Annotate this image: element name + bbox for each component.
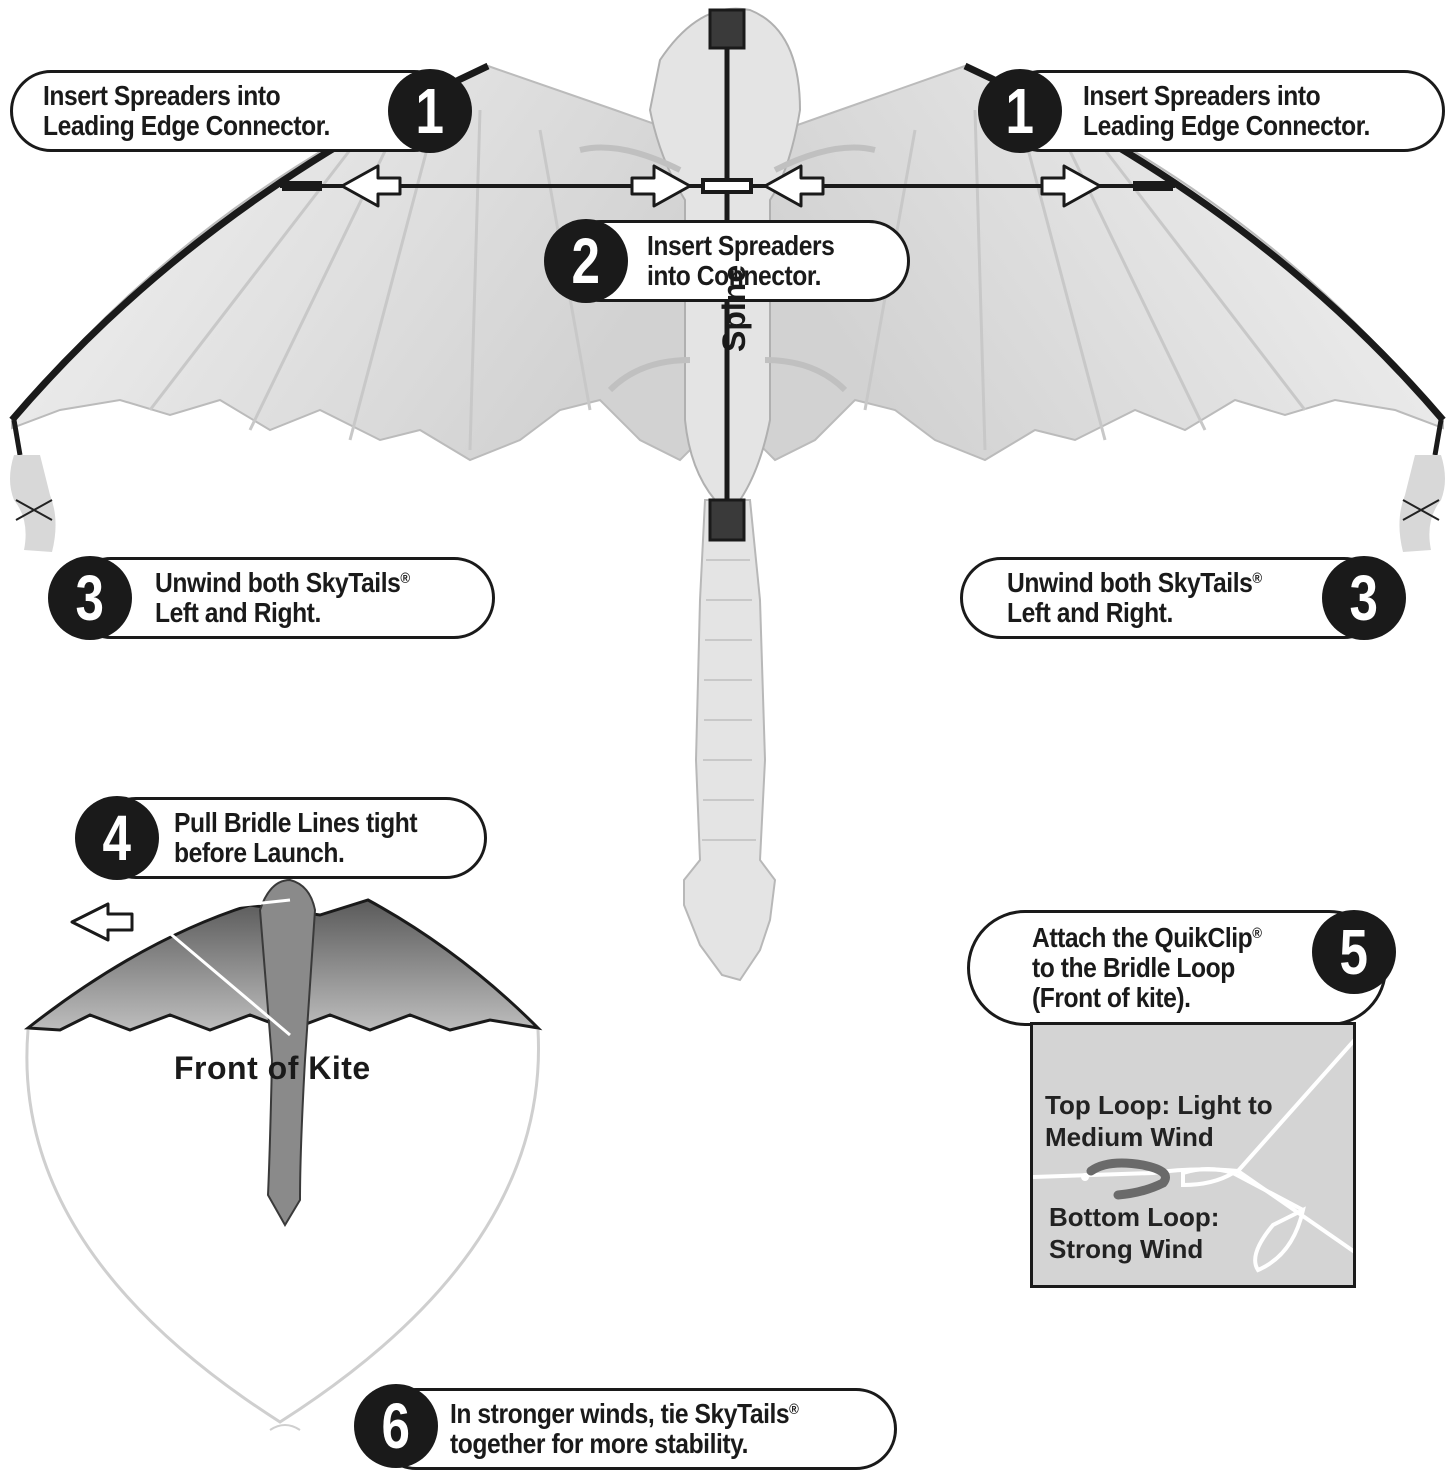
step-4-line-1: Pull Bridle Lines tight (174, 807, 418, 838)
step-4-badge: 4 (75, 796, 159, 880)
step-1-left-badge: 1 (388, 69, 472, 153)
step-5-line-1: Attach the QuikClip (1032, 922, 1253, 953)
step-1-right-line-1: Insert Spreaders into (1083, 80, 1321, 111)
step-4-callout: Pull Bridle Lines tight before Launch. (95, 797, 487, 879)
bridle-loop-detail: Top Loop: Light to Medium Wind Bottom Lo… (1030, 1022, 1356, 1288)
step-4-line-2: before Launch. (174, 837, 345, 868)
step-1-right-line-2: Leading Edge Connector. (1083, 110, 1370, 141)
dragon-tail (683, 499, 777, 982)
step-1-left-line-2: Leading Edge Connector. (43, 110, 330, 141)
arrow-center-from-right (763, 164, 825, 208)
step-5-badge: 5 (1312, 910, 1396, 994)
direction-arrows (340, 164, 1102, 208)
step-1-right-badge: 1 (978, 69, 1062, 153)
spine-label: Spine (716, 264, 752, 352)
arrow-center-from-left (630, 164, 692, 208)
step-6-line-1: In stronger winds, tie SkyTails (450, 1398, 790, 1429)
step-2-badge: 2 (544, 219, 628, 303)
step-5-line-2: to the Bridle Loop (1032, 952, 1235, 983)
right-wing (754, 62, 1446, 462)
step-3-left-line-1: Unwind both SkyTails (155, 567, 401, 598)
step-6-callout: In stronger winds, tie SkyTails® togethe… (375, 1388, 897, 1470)
top-loop-label-line-2: Medium Wind (1045, 1122, 1214, 1152)
step-3-right-line-1: Unwind both SkyTails (1007, 567, 1253, 598)
step-3-left-badge: 3 (48, 556, 132, 640)
pull-direction-arrow (70, 902, 134, 942)
step-2-line-2: into Connector. (647, 260, 822, 291)
front-of-kite-illustration (23, 878, 543, 1431)
arrow-left-outward (340, 164, 402, 208)
step-1-left-line-1: Insert Spreaders into (43, 80, 281, 111)
registered-mark: ® (400, 570, 410, 587)
step-2-line-1: Insert Spreaders (647, 230, 835, 261)
registered-mark: ® (1252, 570, 1262, 587)
step-6-badge: 6 (354, 1384, 438, 1468)
step-5-line-3: (Front of kite). (1032, 982, 1191, 1013)
step-3-right-badge: 3 (1322, 556, 1406, 640)
registered-mark: ® (789, 1401, 799, 1418)
step-3-right-callout: Unwind both SkyTails® Left and Right. (960, 557, 1385, 639)
front-of-kite-label: Front of Kite (174, 1050, 371, 1086)
arrow-right-outward (1040, 164, 1102, 208)
bridle-line-drawing (1033, 1038, 1353, 1273)
quikclip-icon (1086, 1158, 1170, 1200)
step-3-right-line-2: Left and Right. (1007, 597, 1173, 628)
step-3-left-line-2: Left and Right. (155, 597, 321, 628)
spreader-rods (280, 178, 1175, 194)
step-1-right-callout: Insert Spreaders into Leading Edge Conne… (1000, 70, 1445, 152)
bottom-loop-label-line-2: Strong Wind (1049, 1234, 1204, 1264)
step-3-left-callout: Unwind both SkyTails® Left and Right. (70, 557, 495, 639)
top-loop-label-line-1: Top Loop: Light to (1045, 1090, 1273, 1120)
step-6-line-2: together for more stability. (450, 1428, 749, 1459)
skytails-left (10, 419, 56, 552)
step-1-left-callout: Insert Spreaders into Leading Edge Conne… (10, 70, 455, 152)
registered-mark: ® (1252, 925, 1262, 942)
skytails-right (1399, 419, 1445, 552)
bottom-loop-label-line-1: Bottom Loop: (1049, 1202, 1220, 1232)
